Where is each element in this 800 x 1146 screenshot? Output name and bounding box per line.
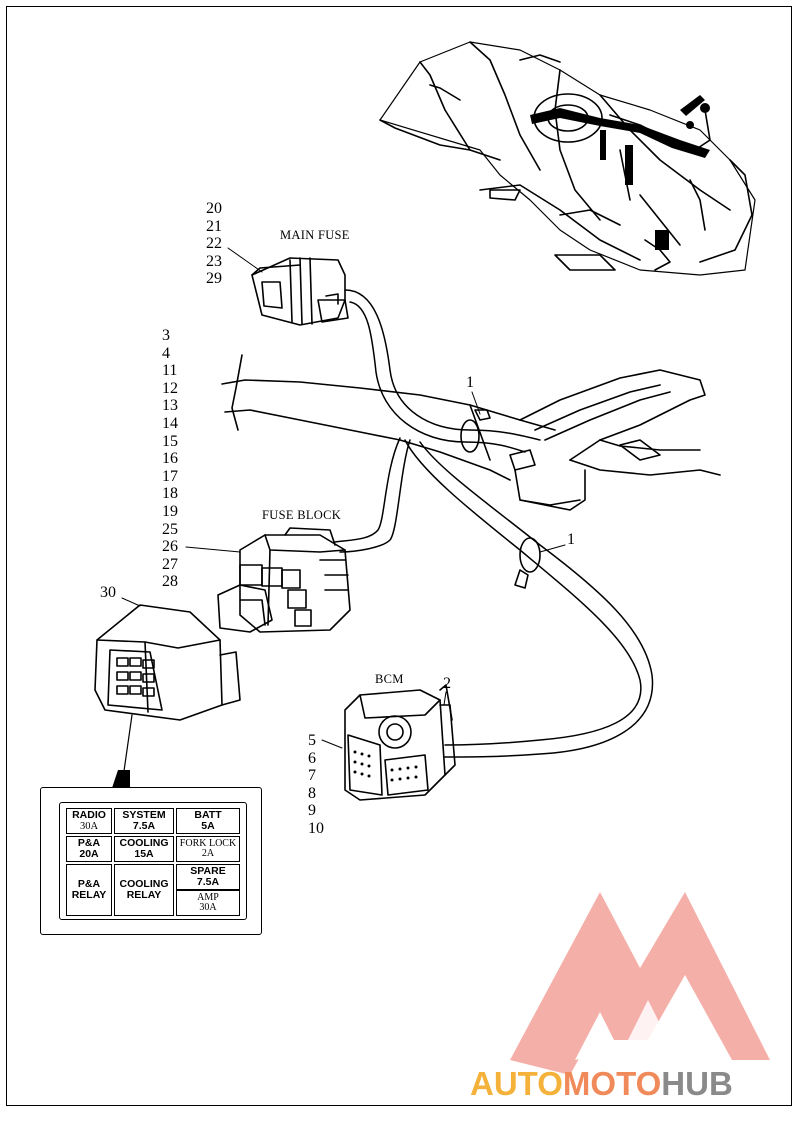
fuse-rating: 2A [201,848,215,859]
callout-number: 15 [162,432,178,450]
relay-name: COOLING [119,878,169,890]
fuse-block-callouts: 3 4 11 12 13 14 15 16 17 18 19 25 26 27 … [162,327,178,591]
fuse-name: SPARE [190,865,226,877]
fuse-rating: 7.5A [132,820,156,832]
main-fuse-callouts: 20 21 22 23 29 [206,200,222,288]
fuse-name: SYSTEM [122,809,166,821]
fuse-rating: 15A [134,848,154,860]
relay-cell-cooling: COOLING RELAY [114,864,174,916]
callout-number: 23 [206,252,222,270]
callout-number: 12 [162,379,178,397]
callout-number: 27 [162,555,178,573]
motorcycle-frame-illustration [379,41,756,276]
fuse-name: FORK LOCK [179,837,237,849]
fuse-block-connector [217,527,351,633]
fuse-cell-fork-lock: FORK LOCK 2A [176,836,240,862]
fuse-cell-radio: RADIO 30A [66,808,112,834]
callout-number: 7 [308,767,316,785]
relay-cell-pa: P&A RELAY [66,864,112,916]
callout-number: 25 [162,520,178,538]
fuse-cell-amp: AMP 30A [176,890,240,916]
callout-number: 9 [308,802,316,820]
fuse-name: AMP [197,891,219,903]
callout-number: 20 [206,200,222,217]
bcm-module [344,684,456,801]
bcm-pins [353,750,418,782]
fuse-cell-pa: P&A 20A [66,836,112,862]
fuse-cell-cooling: COOLING 15A [114,836,174,862]
fuse-block-label: FUSE BLOCK [262,508,342,522]
main-fuse-label: MAIN FUSE [280,228,350,242]
fuse-rating: 7.5A [196,876,220,888]
fuse-rating: 30A [79,821,99,832]
callout-number: 29 [206,270,222,288]
main-fuse-holder [251,257,349,326]
relay-label: RELAY [126,889,162,901]
callout-number: 21 [206,217,222,235]
fuse-rating: 20A [79,848,99,860]
page-border [6,6,792,1106]
harness-cables [334,289,654,758]
callout-number: 5 [308,732,316,749]
callout-number: 3 [162,327,170,344]
callout-number: 4 [162,344,170,362]
fuse-rating: 30A [199,902,217,913]
callout-number: 19 [162,502,178,520]
harness-on-frame [530,95,710,250]
watermark-brand-text: AUTOMOTOHUB [470,1064,733,1104]
bcm-clip-callout: 2 [443,675,451,692]
fuse-name: BATT [194,809,222,821]
callout-number: 28 [162,573,178,591]
leader-lines [121,247,566,749]
brand-moto: MOTO [562,1065,662,1102]
fuse-name: P&A [77,837,101,849]
relay-name: P&A [77,878,101,890]
brand-hub: HUB [661,1065,733,1102]
fuse-cell-batt: BATT 5A [176,808,240,834]
cable-clip-lower [514,537,541,589]
fuse-name: RADIO [72,809,106,821]
pointer-arrow [112,714,133,788]
fuse-block-cover [94,604,241,721]
bcm-callouts: 5 6 7 8 9 10 [308,732,324,838]
clip-lower-callout: 1 [567,531,575,548]
cover-callout: 30 [100,584,116,601]
fuse-rating: 5A [201,820,215,832]
watermark-logo-icon [510,892,770,1075]
callout-number: 11 [162,362,178,380]
callout-number: 8 [308,784,316,802]
fuse-label-panel: RADIO 30A SYSTEM 7.5A BATT 5A P&A 20A CO… [40,787,262,935]
callout-number: 13 [162,397,178,415]
frame-crossmember [221,354,721,511]
brand-auto: AUTO [470,1065,563,1102]
callout-number: 16 [162,450,178,468]
relay-label: RELAY [71,889,107,901]
fuse-name: COOLING [119,837,169,849]
callout-number: 22 [206,235,222,253]
callout-number: 6 [308,749,316,767]
fuse-cell-spare: SPARE 7.5A [176,864,240,890]
callout-number: 17 [162,467,178,485]
fuse-cell-system: SYSTEM 7.5A [114,808,174,834]
callout-number: 10 [308,819,324,837]
clip-upper-callout: 1 [466,374,474,391]
fuse-label-grid: RADIO 30A SYSTEM 7.5A BATT 5A P&A 20A CO… [59,802,247,920]
callout-number: 18 [162,485,178,503]
callout-number: 26 [162,538,178,556]
cable-clip-upper [460,409,491,453]
callout-number: 14 [162,414,178,432]
bcm-label: BCM [375,672,404,686]
